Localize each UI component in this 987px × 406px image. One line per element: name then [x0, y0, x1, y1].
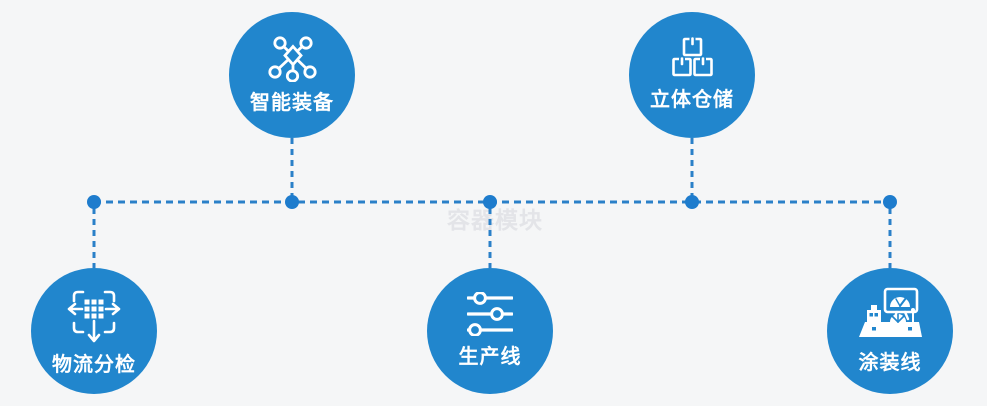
sliders-icon — [467, 292, 513, 336]
control-station-icon — [859, 287, 922, 337]
junction-dot — [883, 195, 897, 209]
diagram-node-painting-line: 涂装线 — [827, 268, 953, 394]
node-label-logistics-sorting: 物流分检 — [52, 352, 136, 376]
junction-dot — [87, 195, 101, 209]
junction-dot — [483, 195, 497, 209]
diagram-node-logistics-sorting: 物流分检 — [31, 268, 157, 394]
diagram-node-stereo-warehouse: 立体仓储 — [629, 12, 755, 138]
sort-distribute-icon — [67, 290, 121, 343]
diagram-node-production-line: 生产线 — [427, 268, 553, 394]
watermark-text: 容器模块 — [447, 208, 543, 234]
node-label-smart-equipment: 智能装备 — [250, 90, 334, 114]
diagram-node-smart-equipment: 智能装备 — [229, 12, 355, 138]
node-label-stereo-warehouse: 立体仓储 — [650, 87, 734, 111]
junction-dot — [285, 195, 299, 209]
network-icon — [268, 36, 317, 82]
node-label-production-line: 生产线 — [458, 344, 522, 368]
stacked-boxes-icon — [672, 37, 713, 77]
junction-dot — [685, 195, 699, 209]
node-label-painting-line: 涂装线 — [858, 350, 922, 374]
